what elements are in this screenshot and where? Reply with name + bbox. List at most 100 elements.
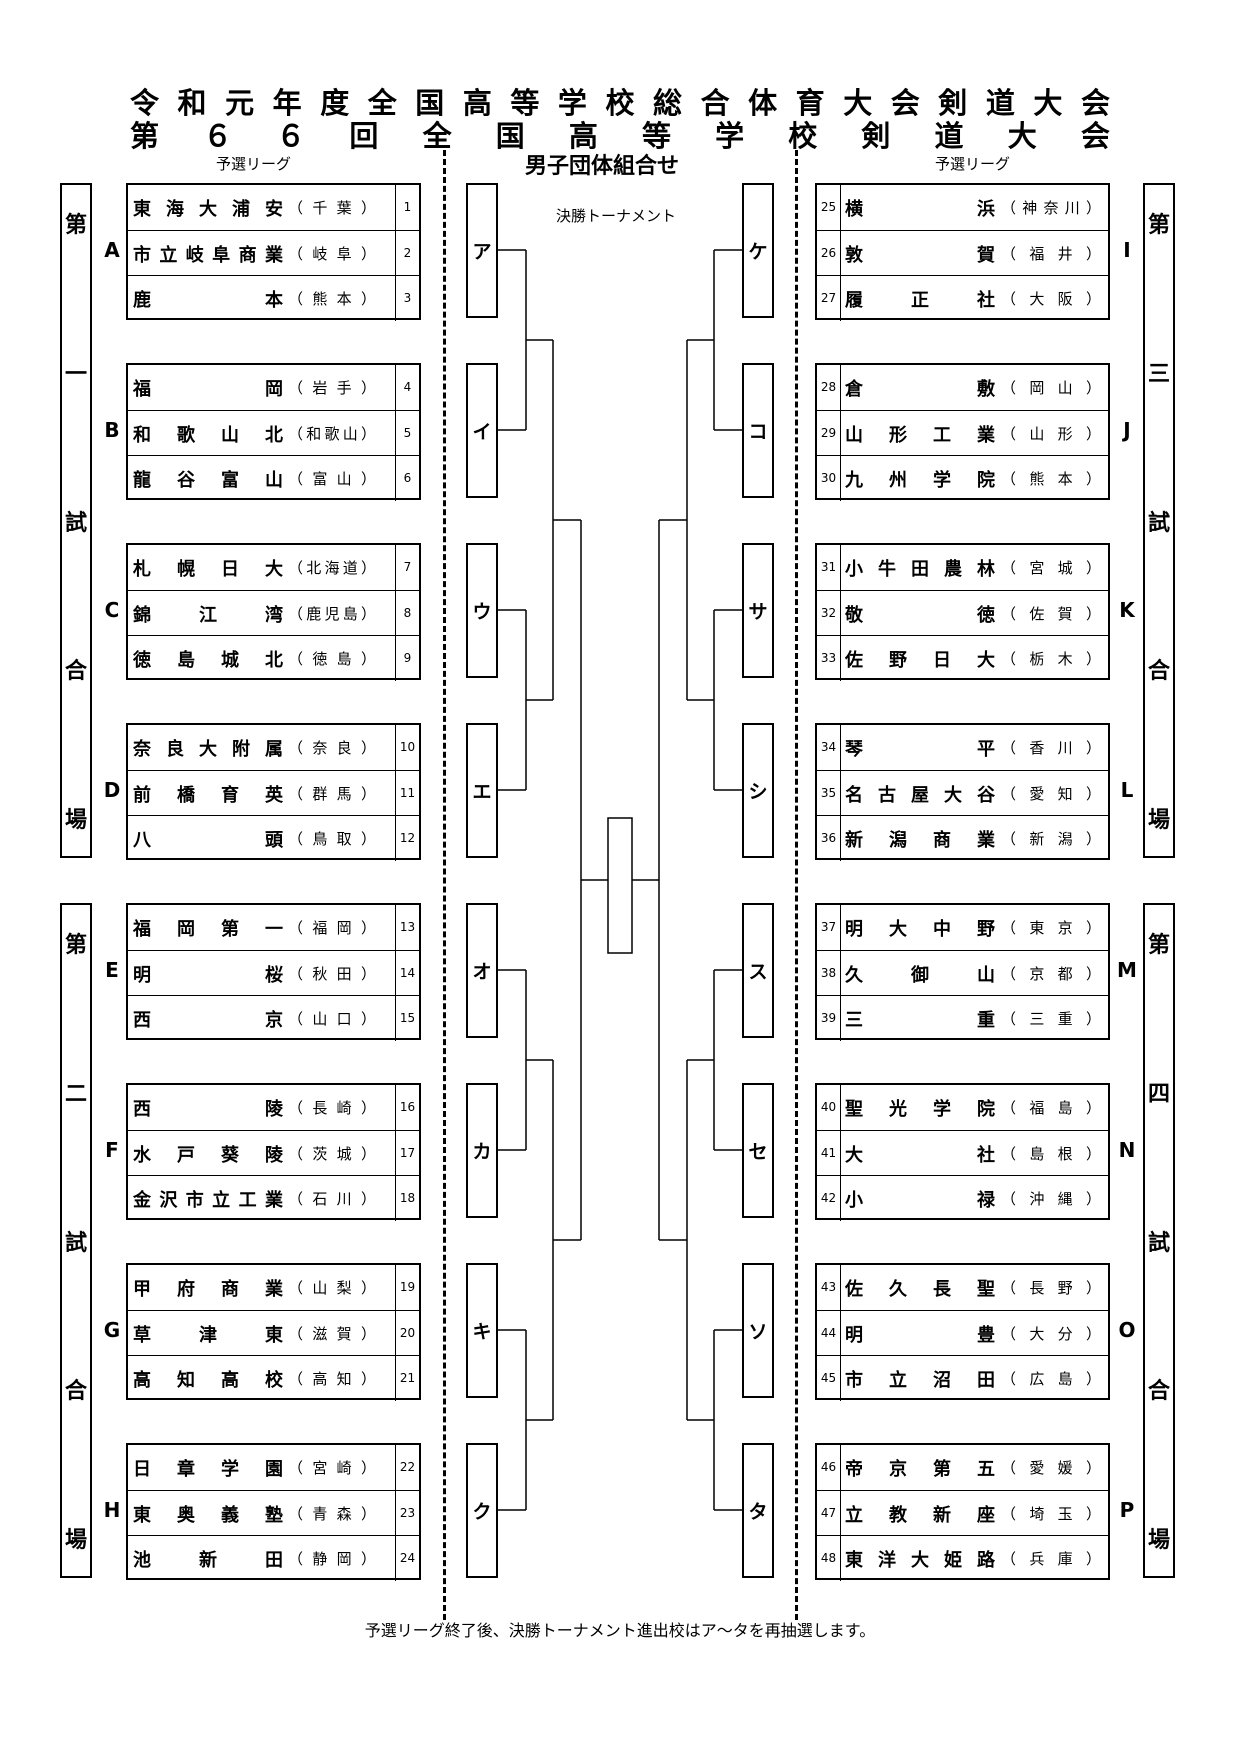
league-label-left: 予選リーグ — [216, 155, 292, 173]
title-char: 会 — [890, 86, 920, 120]
title-char: 年 — [272, 86, 302, 120]
team-number: 23 — [395, 1491, 419, 1536]
team-prefecture: （京都） — [1001, 965, 1101, 983]
team-prefecture: （三重） — [1001, 1010, 1101, 1028]
team-name: 龍谷富山 — [133, 469, 283, 491]
team-prefecture: （青森） — [288, 1505, 376, 1523]
title-char: 等 — [641, 119, 671, 153]
team-name: 佐久長聖 — [845, 1278, 995, 1300]
team-prefecture: （福井） — [1001, 245, 1101, 263]
team-prefecture: （山形） — [1001, 425, 1101, 443]
bracket-slot-right-7: ソ — [742, 1263, 774, 1398]
team-name: 金沢市立工業 — [133, 1189, 283, 1211]
title-char: 第 — [130, 119, 160, 153]
team-prefecture: （岩手） — [288, 379, 376, 397]
team-prefecture: （滋賀） — [288, 1325, 376, 1343]
team-number: 31 — [817, 545, 841, 590]
footer-note: 予選リーグ終了後、決勝トーナメント進出校はア～タを再抽選します。 — [364, 1621, 876, 1640]
title-char: 令 — [130, 86, 160, 120]
team-prefecture: （福島） — [1001, 1099, 1101, 1117]
team-name: 札幌日大 — [133, 558, 283, 580]
team-prefecture: （鹿児島） — [288, 605, 376, 623]
bracket-slot-right-5: ス — [742, 903, 774, 1038]
title-char: 大 — [1007, 119, 1037, 153]
venue-char: 試 — [1147, 510, 1170, 536]
team-number: 3 — [395, 276, 419, 321]
team-prefecture: （和歌山） — [288, 425, 376, 443]
venue-char: 合 — [64, 1379, 87, 1405]
venue-2: 第二試合場 — [60, 903, 92, 1578]
team-prefecture: （栃木） — [1001, 650, 1101, 668]
team-number: 19 — [395, 1265, 419, 1310]
team-prefecture: （千葉） — [288, 199, 376, 217]
team-prefecture: （兵庫） — [1001, 1550, 1101, 1568]
team-number: 35 — [817, 771, 841, 816]
team-name: 西陵 — [133, 1098, 283, 1120]
team-prefecture: （佐賀） — [1001, 605, 1101, 623]
team-prefecture: （宮崎） — [288, 1459, 376, 1477]
venue-char: 場 — [64, 1528, 87, 1553]
bracket-slot-right-4: シ — [742, 723, 774, 858]
bracket-slot-left-5: オ — [466, 903, 498, 1038]
divider-right — [795, 150, 798, 1620]
team-name: 久御山 — [845, 964, 995, 986]
team-number: 7 — [395, 545, 419, 590]
team-number: 27 — [817, 276, 841, 321]
title-char: 大 — [843, 86, 873, 120]
team-number: 48 — [817, 1536, 841, 1581]
title-char: 度 — [320, 86, 350, 120]
title-char: 総 — [653, 86, 683, 120]
group-label-H: H — [103, 1498, 121, 1522]
title-char: 道 — [934, 119, 964, 153]
team-name: 立教新座 — [845, 1504, 995, 1526]
team-prefecture: （山梨） — [288, 1279, 376, 1297]
venue-char: 試 — [1147, 1230, 1170, 1256]
title-char: 元 — [225, 86, 255, 120]
team-prefecture: （長野） — [1001, 1279, 1101, 1297]
team-prefecture: （石川） — [288, 1190, 376, 1208]
team-prefecture: （秋田） — [288, 965, 376, 983]
team-number: 43 — [817, 1265, 841, 1310]
team-prefecture: （富山） — [288, 470, 376, 488]
group-label-J: J — [1123, 418, 1131, 442]
team-prefecture: （高知） — [288, 1370, 376, 1388]
team-name: 福岡 — [133, 378, 283, 400]
team-prefecture: （島根） — [1001, 1145, 1101, 1163]
team-name: 名古屋大谷 — [845, 784, 995, 806]
team-number: 18 — [395, 1176, 419, 1221]
team-prefecture: （静岡） — [288, 1550, 376, 1568]
team-number: 46 — [817, 1445, 841, 1490]
venue-char: 一 — [64, 361, 87, 387]
league-label-right: 予選リーグ — [935, 155, 1011, 173]
team-number: 8 — [395, 591, 419, 636]
team-prefecture: （熊本） — [1001, 470, 1101, 488]
group-label-M: M — [1117, 958, 1137, 982]
team-name: 明桜 — [133, 964, 283, 986]
team-number: 15 — [395, 996, 419, 1041]
team-name: 新潟商業 — [845, 829, 995, 851]
group-label-C: C — [104, 598, 120, 622]
group-label-A: A — [104, 238, 120, 262]
